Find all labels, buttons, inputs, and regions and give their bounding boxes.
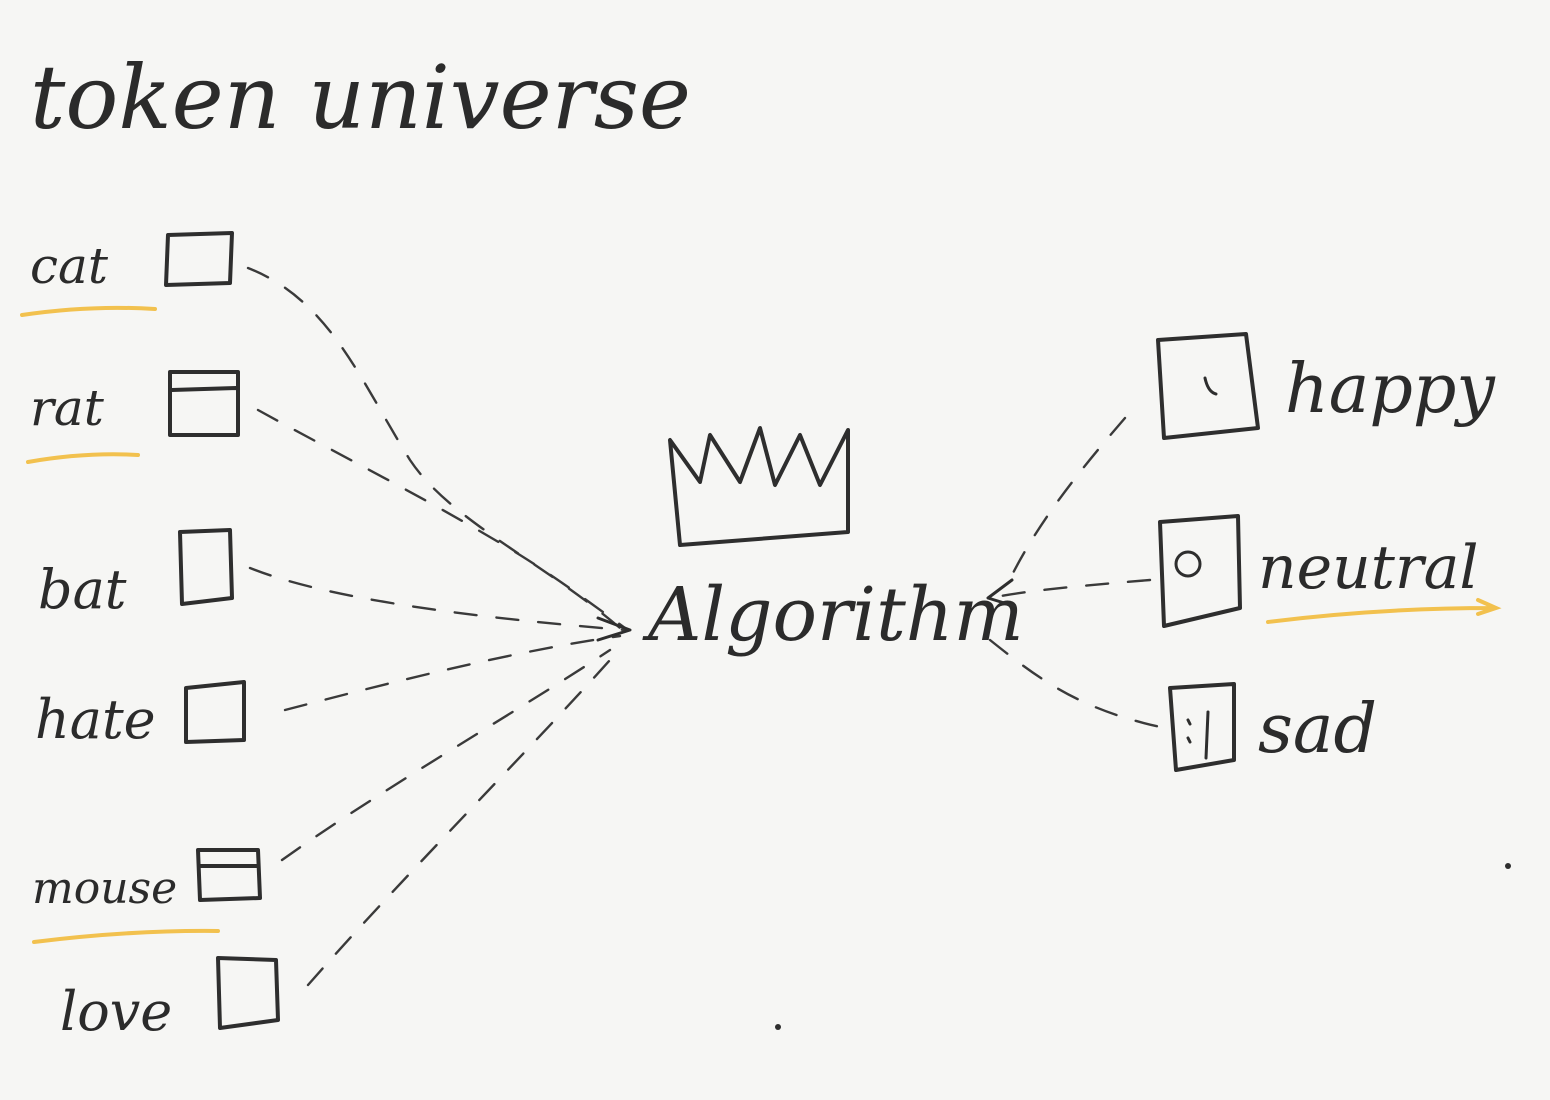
- stray-dot: [775, 1024, 781, 1030]
- page-title: token universe: [30, 46, 691, 149]
- neutral-face-icon: [1158, 514, 1242, 628]
- arrowhead-icon: [986, 578, 1016, 608]
- connector-love: [306, 658, 612, 987]
- output-sad: sad: [1168, 682, 1377, 772]
- highlight-underline: [32, 928, 220, 944]
- input-connectors: [246, 266, 632, 987]
- highlight-underline: [1266, 598, 1502, 624]
- connector-neutral: [988, 578, 1152, 600]
- input-token-mouse: mouse: [32, 848, 262, 944]
- input-label-cat: cat: [30, 237, 109, 295]
- input-label-hate: hate: [35, 688, 156, 751]
- sad-mark: [1186, 710, 1210, 760]
- token-box-icon: [164, 231, 234, 287]
- input-token-cat: cat: [20, 231, 234, 317]
- input-label-mouse: mouse: [32, 863, 177, 914]
- connector-sad: [988, 638, 1167, 730]
- input-label-rat: rat: [30, 379, 105, 437]
- crown-icon: [668, 426, 850, 547]
- connector-bat: [248, 566, 627, 632]
- connector-happy: [1010, 416, 1127, 577]
- algorithm-node: Algorithm: [642, 426, 1024, 658]
- connector-rat: [256, 408, 627, 630]
- connector-cat: [246, 266, 622, 630]
- highlight-underline: [26, 452, 140, 464]
- input-label-bat: bat: [38, 558, 127, 621]
- sad-face-icon: [1168, 682, 1236, 772]
- stray-dot: [1505, 863, 1511, 869]
- input-token-hate: hate: [35, 680, 246, 751]
- token-box-icon: [196, 848, 262, 902]
- highlight-underline: [20, 305, 157, 317]
- input-token-love: love: [60, 956, 280, 1043]
- happy-face-icon: [1156, 332, 1260, 440]
- input-token-rat: rat: [26, 370, 240, 464]
- token-box-icon: [184, 680, 246, 744]
- token-box-icon: [168, 370, 240, 437]
- connector-hate: [283, 634, 622, 712]
- input-token-bat: bat: [38, 528, 234, 621]
- output-label-sad: sad: [1258, 690, 1377, 769]
- algorithm-label: Algorithm: [642, 572, 1024, 658]
- neutral-mouth-mark: [1174, 550, 1202, 578]
- smile-mark: [1203, 376, 1218, 396]
- arrowhead-icon: [596, 616, 632, 642]
- output-neutral: neutral: [1158, 514, 1502, 628]
- output-connectors: [986, 416, 1167, 730]
- token-box-icon: [178, 528, 234, 606]
- token-box-icon: [216, 956, 280, 1030]
- output-label-neutral: neutral: [1258, 533, 1479, 603]
- input-label-love: love: [60, 980, 172, 1043]
- connector-mouse: [280, 648, 612, 862]
- output-label-happy: happy: [1285, 350, 1496, 429]
- output-happy: happy: [1156, 332, 1496, 440]
